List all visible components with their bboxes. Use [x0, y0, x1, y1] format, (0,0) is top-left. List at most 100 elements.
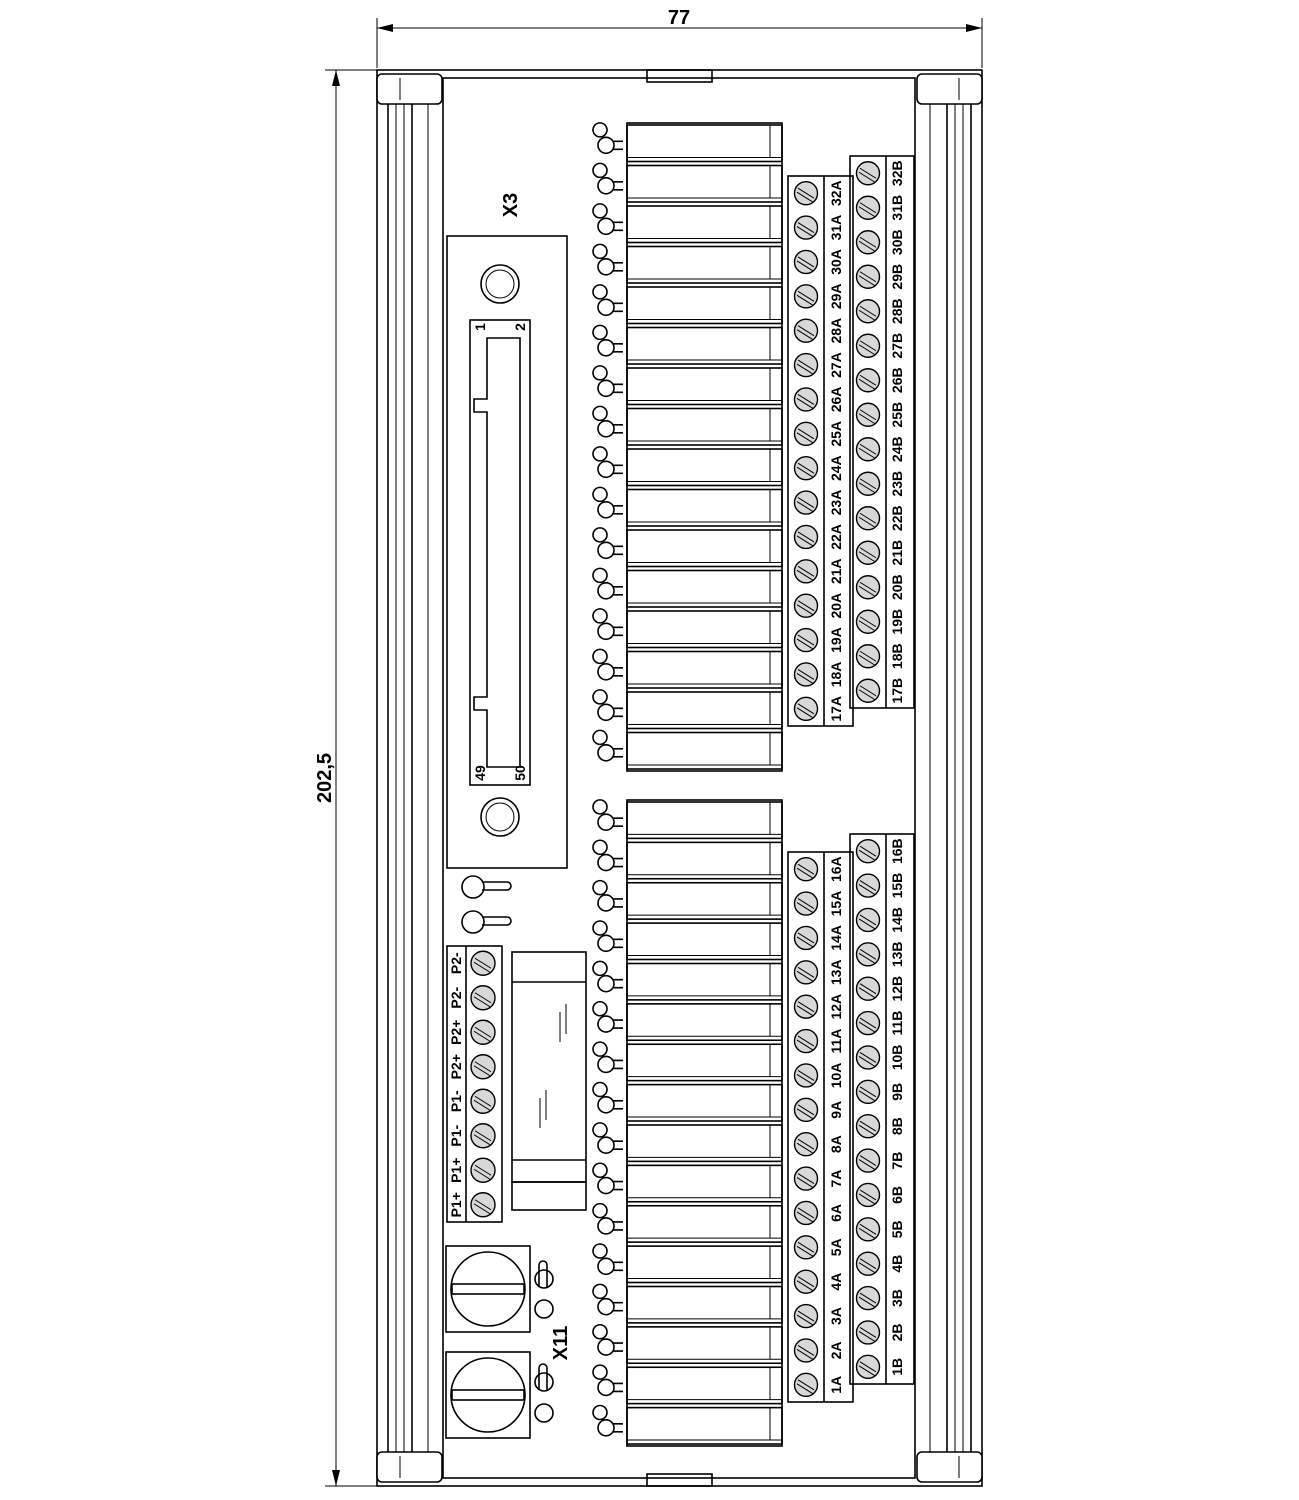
terminal-lower-b-label: 4B — [889, 1255, 905, 1273]
screw-icon — [470, 1088, 496, 1114]
lower-relay — [626, 1285, 783, 1324]
lower-relay — [626, 1124, 783, 1163]
terminal-upper-a-label: 27A — [828, 352, 844, 378]
upper-relay — [626, 610, 783, 649]
x3-pin-2: 2 — [512, 323, 528, 331]
screw-icon — [855, 873, 881, 898]
lower-relay — [626, 841, 783, 880]
lower-relay — [626, 1043, 783, 1082]
screw-icon — [793, 421, 819, 447]
lower-relay — [626, 1406, 783, 1445]
screw-icon — [793, 1303, 819, 1329]
screw-icon — [793, 627, 819, 653]
terminal-lower-a-label: 10A — [828, 1063, 844, 1089]
upper-relay — [626, 488, 783, 527]
screw-icon — [793, 1235, 819, 1260]
screw-icon — [793, 1131, 819, 1157]
terminal-lower-a-label: 8A — [828, 1135, 844, 1153]
screw-icon — [855, 264, 881, 289]
terminal-upper-a-label: 29A — [828, 283, 844, 309]
terminal-upper-a-label: 18A — [828, 662, 844, 688]
terminal-upper-b-label: 28B — [889, 298, 905, 324]
power-terminal-label: P2- — [448, 987, 464, 1009]
terminal-upper-a-label: 19A — [828, 627, 844, 653]
screw-icon — [855, 1285, 881, 1311]
upper-relay — [626, 205, 783, 244]
x3-pin-49: 49 — [472, 765, 488, 781]
terminal-lower-a-label: 7A — [828, 1170, 844, 1188]
led-icon — [592, 648, 623, 681]
screw-icon — [855, 1079, 881, 1105]
screw-icon — [855, 1045, 881, 1070]
screw-icon — [793, 960, 819, 985]
terminal-lower-b-label: 3B — [889, 1289, 905, 1307]
terminal-upper-a-label: 31A — [828, 215, 844, 241]
screw-icon — [855, 678, 881, 703]
height-dimension-label: 202,5 — [314, 753, 336, 803]
screw-icon — [793, 524, 819, 550]
led-icon — [592, 1323, 623, 1356]
lower-relay — [626, 801, 783, 840]
terminal-lower-b-label: 7B — [889, 1152, 905, 1170]
terminal-lower-b-label: 13B — [889, 941, 905, 967]
screw-icon — [793, 1269, 819, 1294]
terminal-lower-a-label: 4A — [828, 1273, 844, 1291]
screw-icon — [855, 1113, 881, 1139]
screw-icon — [470, 1192, 496, 1218]
screw-icon — [793, 1166, 819, 1191]
led-icon — [592, 162, 623, 195]
terminal-upper-b-label: 20B — [889, 574, 905, 600]
relay-column-lower — [592, 799, 783, 1447]
terminal-lower-a-label: 13A — [828, 959, 844, 985]
power-terminal-label: P1- — [448, 1125, 464, 1147]
screw-icon — [793, 1097, 819, 1123]
terminal-lower-a-label: 6A — [828, 1204, 844, 1222]
screw-icon — [855, 1251, 881, 1276]
terminal-block-upper-a: 17A18A19A20A21A22A23A24A25A26A27A28A29A3… — [787, 175, 854, 727]
x3-connector: 1 2 49 50 — [446, 235, 568, 869]
screw-icon — [855, 368, 881, 393]
upper-relay — [626, 650, 783, 689]
terminal-upper-a-label: 26A — [828, 387, 844, 413]
screw-icon — [793, 318, 819, 343]
height-dimension: 202,5 — [314, 69, 378, 1487]
x11-label: X11 — [550, 1326, 572, 1360]
led-icon — [592, 203, 623, 236]
terminal-upper-a-label: 24A — [828, 455, 844, 481]
lower-relay — [626, 1083, 783, 1122]
terminal-block-upper-b: 17B18B19B20B21B22B23B24B25B26B27B28B29B3… — [849, 155, 915, 709]
upper-relay — [626, 245, 783, 284]
terminal-lower-a-label: 14A — [828, 925, 844, 951]
relay-column-upper — [592, 122, 783, 772]
screw-icon — [855, 299, 881, 324]
terminal-upper-a-label: 22A — [828, 524, 844, 550]
terminal-upper-a-label: 32A — [828, 180, 844, 206]
upper-frame — [626, 122, 783, 772]
upper-relay — [626, 448, 783, 487]
terminal-lower-b-label: 8B — [889, 1117, 905, 1135]
upper-relay — [626, 569, 783, 608]
upper-relay — [626, 326, 783, 365]
lower-relay — [626, 1003, 783, 1042]
screw-icon — [793, 1200, 819, 1226]
led-icon — [592, 365, 623, 398]
screw-icon — [855, 838, 881, 864]
screw-icon — [793, 1338, 819, 1363]
terminal-lower-a-label: 16A — [828, 856, 844, 882]
led-icon — [592, 1162, 623, 1195]
fuse-holder — [511, 951, 587, 1211]
upper-relay — [626, 691, 783, 730]
screw-icon — [793, 891, 819, 916]
power-terminal-label: P2- — [448, 952, 464, 974]
power-terminal-block: P1+P1+P1-P1-P2+P2+P2-P2- — [446, 945, 503, 1223]
x3-pin-1: 1 — [472, 323, 488, 331]
screw-icon — [855, 1010, 881, 1036]
led-icon — [592, 608, 623, 641]
housing — [376, 69, 983, 1487]
screw-icon — [793, 215, 819, 240]
screw-icon — [470, 1054, 496, 1080]
terminal-upper-a-label: 21A — [828, 558, 844, 584]
screw-icon — [855, 540, 881, 565]
led-icon — [592, 1081, 623, 1114]
